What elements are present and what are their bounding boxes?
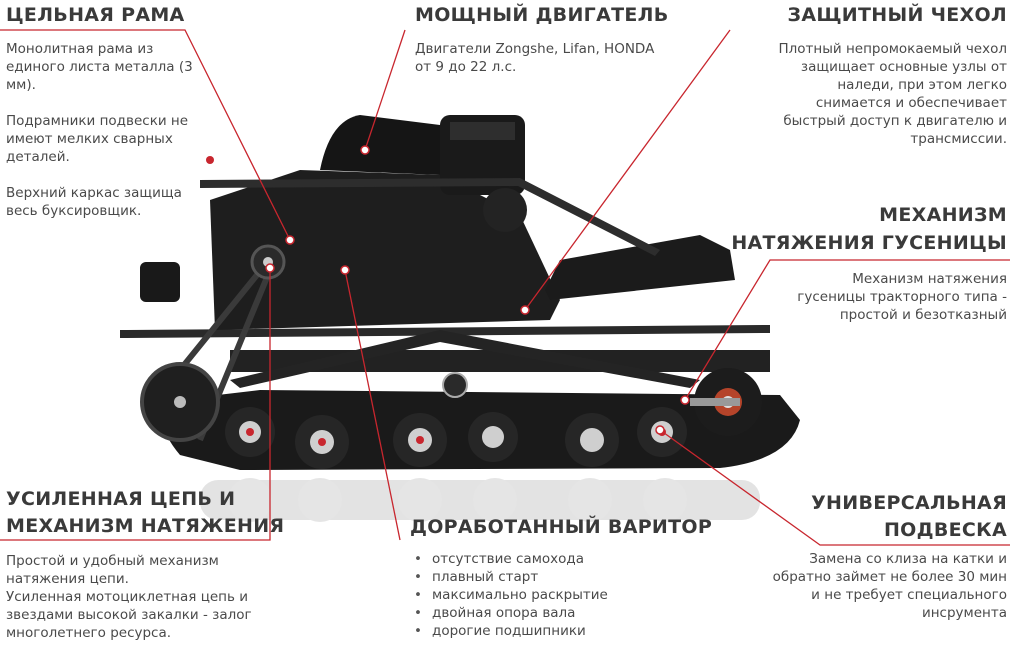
variator-bullet: плавный старт xyxy=(410,568,608,586)
engine-block xyxy=(440,115,527,232)
variator-pulley xyxy=(442,372,468,398)
variator-heading: ДОРАБОТАННЫЙ ВАРИТОР xyxy=(410,516,713,538)
frame-text-2: Подрамники подвески не имеют мелких свар… xyxy=(6,113,189,165)
track-tension-text: Механизм натяжения гусеницы тракторного … xyxy=(797,271,1007,323)
frame-description: Монолитная рама из единого листа металла… xyxy=(6,40,216,220)
variator-bullet: двойная опора вала xyxy=(410,604,608,622)
frame-heading: ЦЕЛЬНАЯ РАМА xyxy=(6,4,185,26)
variator-bullet-list: отсутствие самохода плавный старт максим… xyxy=(410,550,608,640)
callout-dots xyxy=(265,145,690,435)
track-tension-heading-2: НАТЯЖЕНИЯ ГУСЕНИЦЫ xyxy=(731,232,1007,254)
chain-description: Простой и удобный механизм натяжения цеп… xyxy=(6,552,266,642)
rear-hood xyxy=(545,235,735,300)
chain-text-2: Усиленная мотоциклетная цепь и звездами … xyxy=(6,589,252,641)
frame-text-1: Монолитная рама из единого листа металла… xyxy=(6,41,193,93)
chain-text-1: Простой и удобный механизм натяжения цеп… xyxy=(6,553,219,587)
suspension-heading-1: УНИВЕРСАЛЬНАЯ xyxy=(811,492,1007,514)
engine-text: Двигатели Zongshe, Lifan, HONDA от 9 до … xyxy=(415,41,655,75)
road-wheels xyxy=(225,407,687,469)
cover-text: Плотный непромокаемый чехол защищает осн… xyxy=(778,41,1008,147)
callout-lines xyxy=(0,29,1010,546)
variator-bullet: отсутствие самохода xyxy=(410,550,608,568)
suspension-text: Замена со клиза на катки и обратно займе… xyxy=(772,551,1007,621)
tension-sprocket xyxy=(690,368,762,436)
top-cage xyxy=(200,178,660,256)
chain-heading-2: МЕХАНИЗМ НАТЯЖЕНИЯ xyxy=(6,515,285,537)
cover-heading: ЗАЩИТНЫЙ ЧЕХОЛ xyxy=(787,4,1007,26)
frame-text-3: Верхний каркас защища весь буксировщик. xyxy=(6,185,182,219)
suspension-heading-2: ПОДВЕСКА xyxy=(883,519,1007,541)
track-tension-heading-1: МЕХАНИЗМ xyxy=(879,204,1007,226)
chain-heading-1: УСИЛЕННАЯ ЦЕПЬ И xyxy=(6,488,236,510)
rear-light xyxy=(140,262,180,302)
chain-drive xyxy=(140,244,286,442)
variator-bullet: максимально раскрытие xyxy=(410,586,608,604)
variator-bullet: дорогие подшипники xyxy=(410,622,608,640)
floor-reflection xyxy=(200,478,760,522)
cover-bag xyxy=(320,115,445,175)
tow-hitch-pin xyxy=(206,156,214,164)
frame-truss xyxy=(230,330,700,388)
engine-heading: МОЩНЫЙ ДВИГАТЕЛЬ xyxy=(415,4,669,26)
body-housing xyxy=(210,170,560,330)
